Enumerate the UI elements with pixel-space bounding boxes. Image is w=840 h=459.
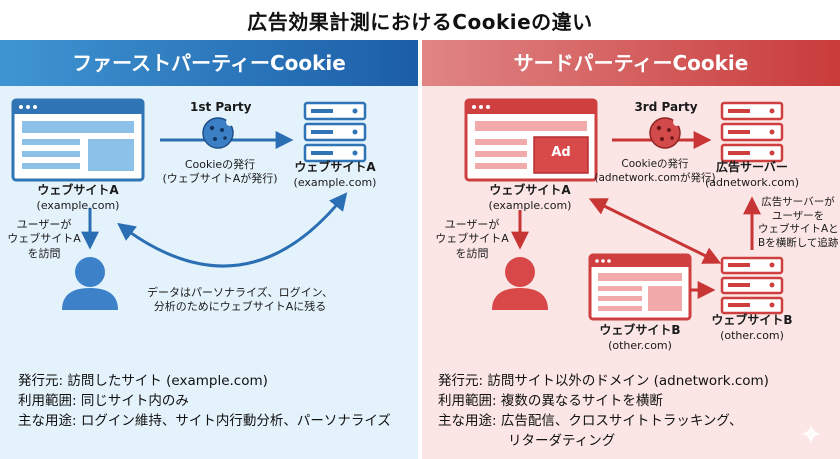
third-party-label: 3rd Party xyxy=(634,100,698,114)
third-party-cookie-icon xyxy=(649,117,681,149)
ad-server-name: 広告サーバー xyxy=(716,160,788,174)
ad-server-icon xyxy=(720,101,784,163)
site-a-domain: (example.com) xyxy=(36,198,120,212)
website-a-server-label: ウェブサイトA (example.com) xyxy=(280,160,390,190)
track-line3: ウェブサイトAと xyxy=(758,223,839,236)
sparkle-icon xyxy=(800,423,822,445)
third-party-banner: サードパーティーCookie xyxy=(422,40,840,86)
website-a-window-icon xyxy=(11,98,145,182)
first-party-issuer: 発行元: 訪問したサイト (example.com) xyxy=(18,373,268,389)
page-title: 広告効果計測におけるCookieの違い xyxy=(247,10,593,34)
website-a-server-icon xyxy=(303,101,367,163)
third-party-issuer: 発行元: 訪問サイト以外のドメイン (adnetwork.com) xyxy=(438,373,769,389)
server-domain: (example.com) xyxy=(293,175,377,189)
data-retention-label: データはパーソナライズ、ログイン、 分析のためにウェブサイトAに残る xyxy=(130,286,350,315)
third-party-info: 発行元: 訪問サイト以外のドメイン (adnetwork.com) 利用範囲: … xyxy=(438,371,769,451)
site-a-name: ウェブサイトA xyxy=(37,183,119,197)
website-a-ad-window-icon xyxy=(464,98,598,182)
tracking-label: 広告サーバーが ユーザーを ウェブサイトAと Bを横断して追跡 xyxy=(758,196,839,251)
visit-line3: を訪問 xyxy=(27,246,61,260)
website-a-label: ウェブサイトA (example.com) xyxy=(18,183,138,213)
first-party-usage: 主な用途: ログイン維持、サイト内行動分析、パーソナライズ xyxy=(18,413,391,429)
ad-label: Ad xyxy=(551,145,571,160)
website-b-window-icon xyxy=(588,253,692,321)
server-name: ウェブサイトA xyxy=(294,160,376,174)
cookie-issue-label: Cookieの発行 (ウェブサイトAが発行) xyxy=(160,158,280,187)
site-b-name: ウェブサイトB xyxy=(599,323,681,337)
ad-server-domain: (adnetwork.com) xyxy=(705,175,799,189)
third-party-user-icon xyxy=(492,257,548,310)
cookie-icon xyxy=(202,117,234,149)
site-a-name: ウェブサイトA xyxy=(489,183,571,197)
visit-line1: ユーザーが xyxy=(16,218,72,231)
third-party-scope: 利用範囲: 複数の異なるサイトを横断 xyxy=(438,393,663,409)
first-party-banner: ファーストパーティーCookie xyxy=(0,40,418,86)
cookie-issue-line1: Cookieの発行 xyxy=(184,158,256,171)
first-party-scope: 利用範囲: 同じサイト内のみ xyxy=(18,393,189,409)
server-b-name: ウェブサイトB xyxy=(711,313,793,327)
third-party-cookie-issue-label: Cookieの発行 (adnetwork.comが発行) xyxy=(590,158,720,185)
visit-line3: を訪問 xyxy=(455,246,489,260)
third-party-website-a-label: ウェブサイトA (example.com) xyxy=(470,183,590,213)
cookie-issue-line2: (ウェブサイトAが発行) xyxy=(162,172,278,186)
website-b-label: ウェブサイトB (other.com) xyxy=(585,323,695,353)
data-line2: 分析のためにウェブサイトAに残る xyxy=(153,300,327,314)
third-party-usage-cont: リターダティング xyxy=(508,433,616,449)
third-party-usage: 主な用途: 広告配信、クロスサイトトラッキング、 xyxy=(438,413,743,429)
visit-line2: ウェブサイトA xyxy=(7,232,81,246)
user-icon xyxy=(62,257,118,310)
user-visit-label: ユーザーが ウェブサイトA を訪問 xyxy=(4,218,84,261)
site-b-domain: (other.com) xyxy=(608,338,672,352)
first-party-info: 発行元: 訪問したサイト (example.com) 利用範囲: 同じサイト内の… xyxy=(18,371,391,431)
track-line4: Bを横断して追跡 xyxy=(758,236,839,249)
site-a-domain: (example.com) xyxy=(488,198,572,212)
visit-line2: ウェブサイトA xyxy=(435,232,509,246)
first-party-label: 1st Party xyxy=(190,100,252,114)
track-line1: 広告サーバーが xyxy=(761,196,835,208)
third-party-user-visit-label: ユーザーが ウェブサイトA を訪問 xyxy=(432,218,512,261)
website-b-server-label: ウェブサイトB (other.com) xyxy=(702,313,802,343)
cookie-issue-line1: Cookieの発行 xyxy=(621,158,689,170)
server-b-domain: (other.com) xyxy=(720,328,784,342)
cookie-issue-line2: (adnetwork.comが発行) xyxy=(594,171,716,184)
ad-server-label: 広告サーバー (adnetwork.com) xyxy=(700,160,804,190)
website-b-server-icon xyxy=(720,256,784,315)
visit-line1: ユーザーが xyxy=(444,218,500,231)
data-line1: データはパーソナライズ、ログイン、 xyxy=(146,286,333,299)
track-line2: ユーザーを xyxy=(771,209,825,222)
